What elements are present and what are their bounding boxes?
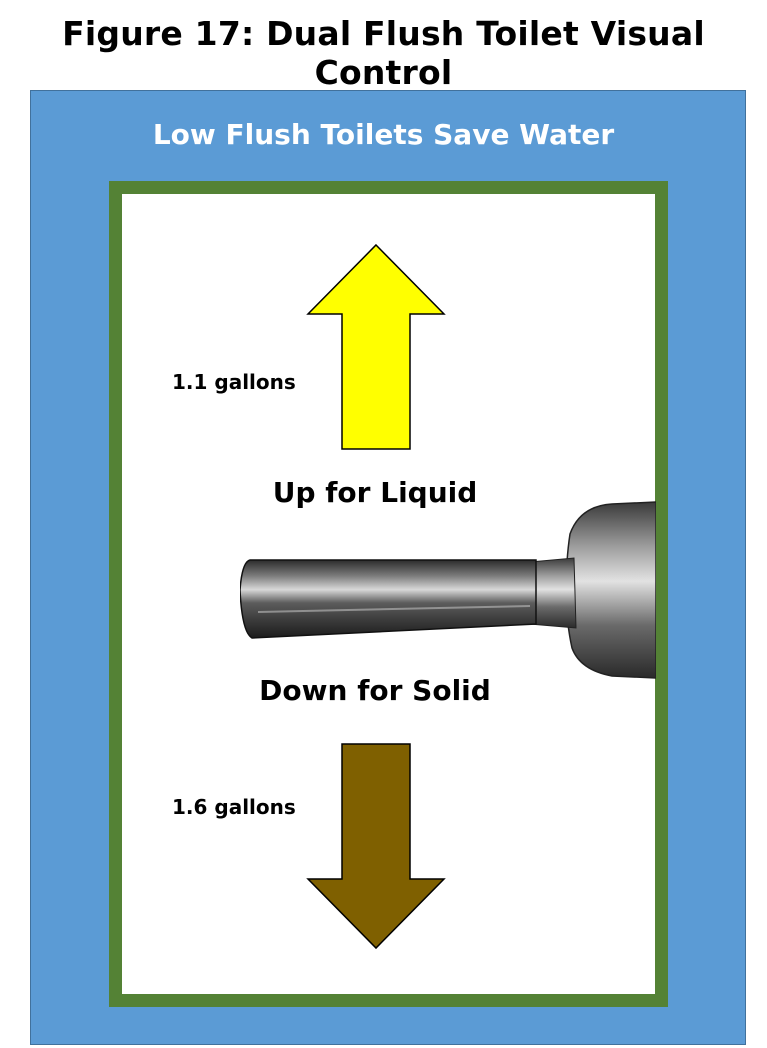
flush-handle-icon bbox=[240, 501, 656, 679]
solid-gallons-label: 1.6 gallons bbox=[172, 795, 296, 819]
liquid-gallons-label: 1.1 gallons bbox=[172, 370, 296, 394]
down-arrow-icon bbox=[306, 743, 446, 950]
figure-title: Figure 17: Dual Flush Toilet Visual Cont… bbox=[62, 14, 705, 92]
liquid-direction-label: Up for Liquid bbox=[272, 476, 478, 509]
poster-heading: Low Flush Toilets Save Water bbox=[152, 118, 615, 151]
solid-direction-label: Down for Solid bbox=[259, 674, 491, 707]
up-arrow-icon bbox=[306, 243, 446, 450]
